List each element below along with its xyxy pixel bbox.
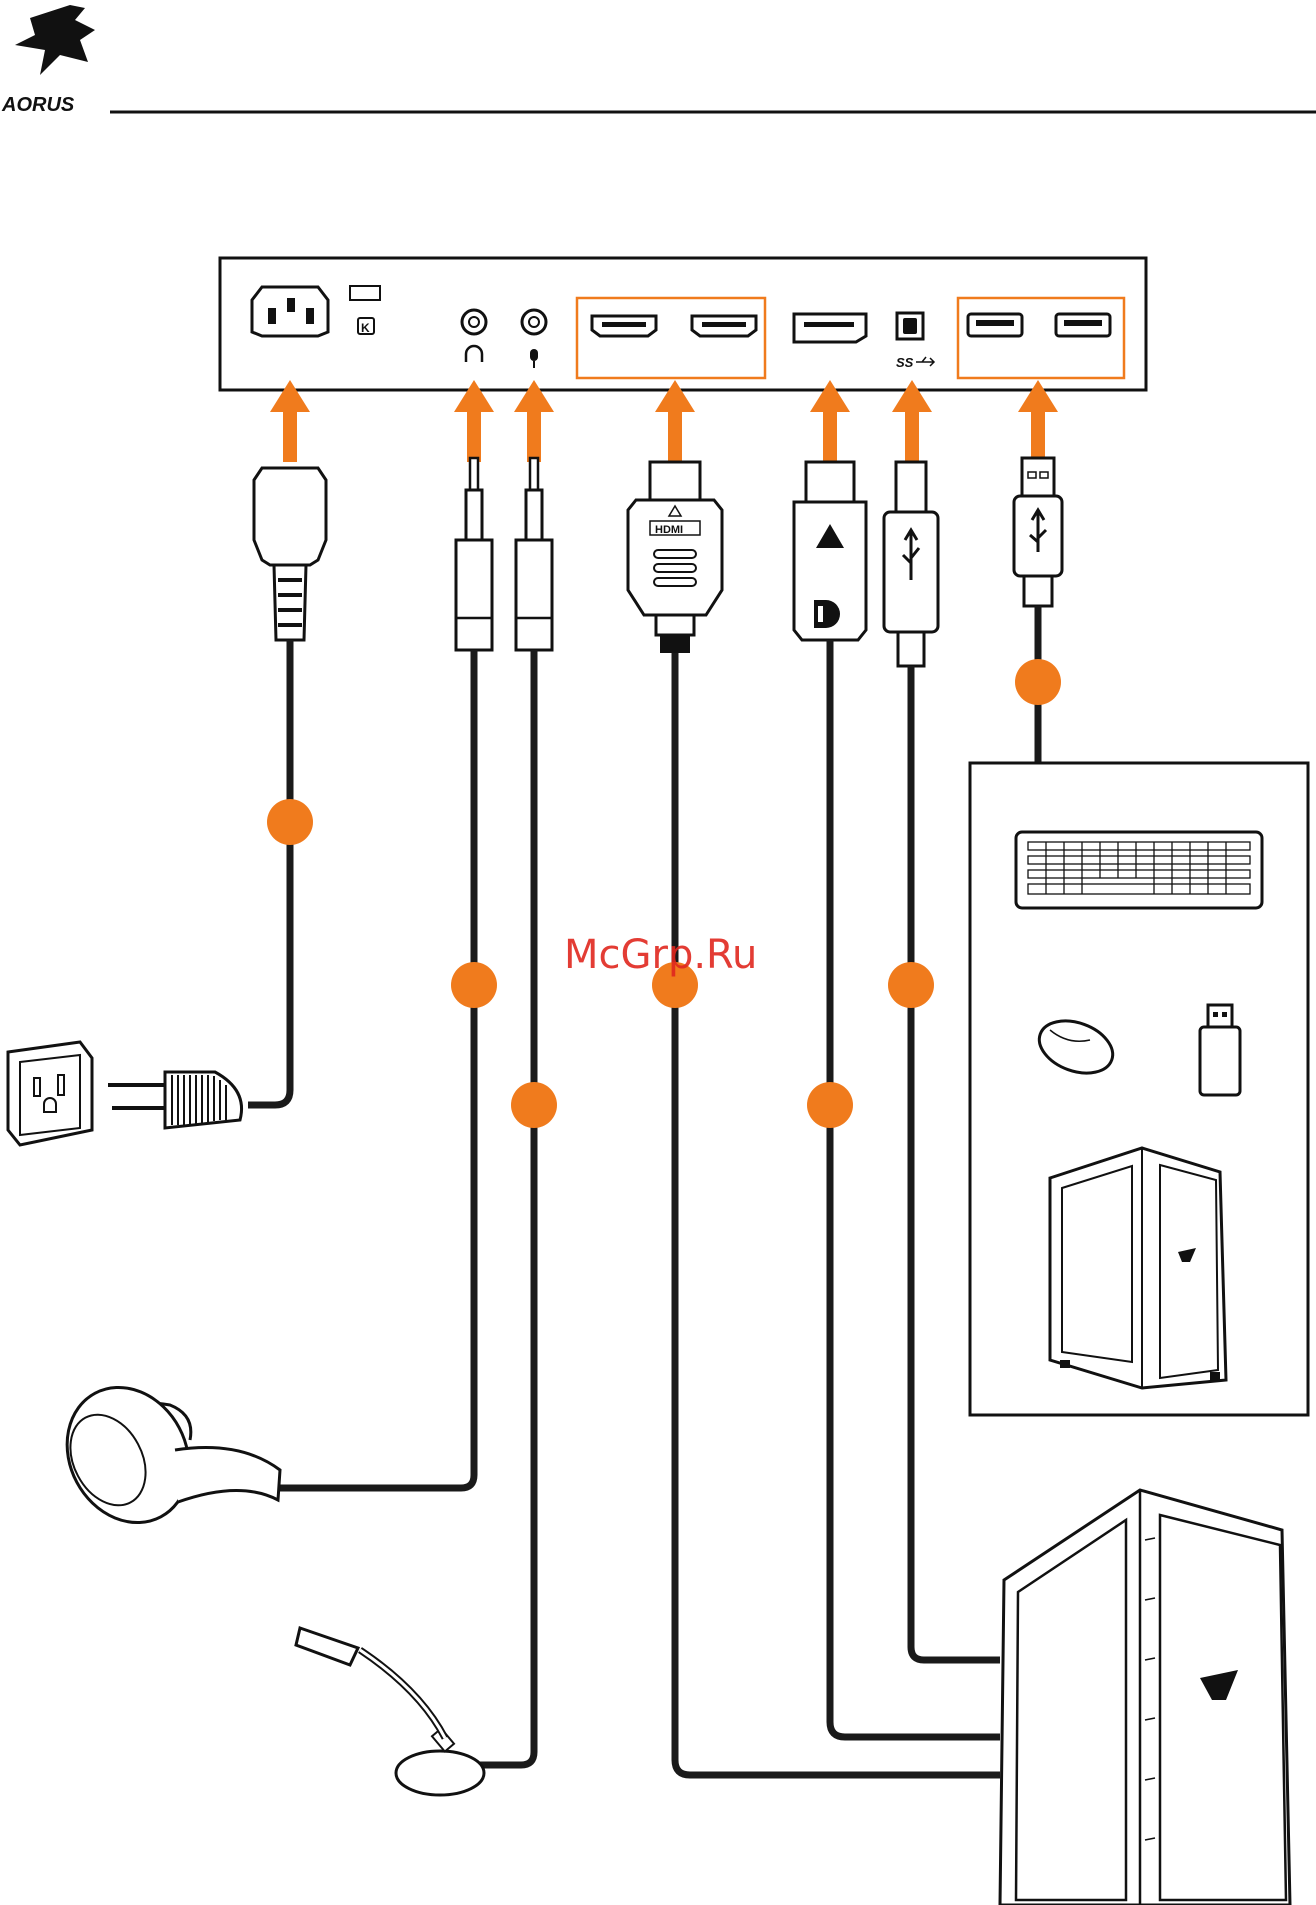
computer-tower [1000,1490,1290,1905]
usb-a-cable-plug [1014,458,1062,606]
microphone-icon [296,1628,358,1665]
arrow-headphone [454,380,494,462]
marker-displayport [807,1082,853,1128]
displayport-port [794,314,866,342]
hdmi-port-1 [592,316,656,336]
kensington-lock-icon: K [358,318,374,335]
watermark-text: McGrp.Ru [564,932,757,978]
usb-port-1 [968,314,1022,336]
microphone-audio-plug [516,458,552,650]
hdmi-port-2 [692,316,756,336]
marker-microphone [511,1082,557,1128]
arrow-usb-upstream [892,380,932,462]
arrow-power [270,380,310,462]
cables [248,606,1038,1775]
usb-b-cable-plug [884,462,938,666]
wall-outlet [8,1042,92,1145]
headphone-audio-plug [456,458,492,650]
microphone-cable [480,650,534,1765]
arrow-hdmi [655,380,695,462]
brand-wordmark: AORUS [1,94,75,116]
power-wall-plug [108,1072,242,1128]
hdmi-plug-label: HDMI [655,524,683,536]
hdmi-cable [675,653,1000,1775]
headphones-device [44,1366,280,1544]
power-plug-icon [254,468,326,565]
kensington-slot [350,286,380,300]
brand-logo: AORUS [1,5,95,116]
marker-power [267,799,313,845]
pc-tower-icon [1050,1148,1226,1388]
keyboard-icon [1016,832,1262,908]
svg-text:K: K [361,321,370,335]
displayport-cable-plug [794,462,866,640]
superspeed-label: SS [896,355,914,370]
cable-markers [267,659,1061,1128]
arrow-displayport [810,380,850,462]
usb-port-2 [1056,314,1110,336]
connection-arrows [270,380,1058,462]
arrow-microphone [514,380,554,462]
marker-usb-b [888,962,934,1008]
hdmi-cable-plug: HDMI [628,462,722,653]
power-cable [248,640,290,1105]
marker-headphone [451,962,497,1008]
eagle-icon [15,5,95,75]
power-inlet-port [252,287,328,336]
arrow-usb-downstream [1018,380,1058,462]
marker-usb-a [1015,659,1061,705]
headphone-cable [280,650,474,1488]
desktop-microphone [296,1628,484,1795]
power-cord-plug [254,468,326,640]
